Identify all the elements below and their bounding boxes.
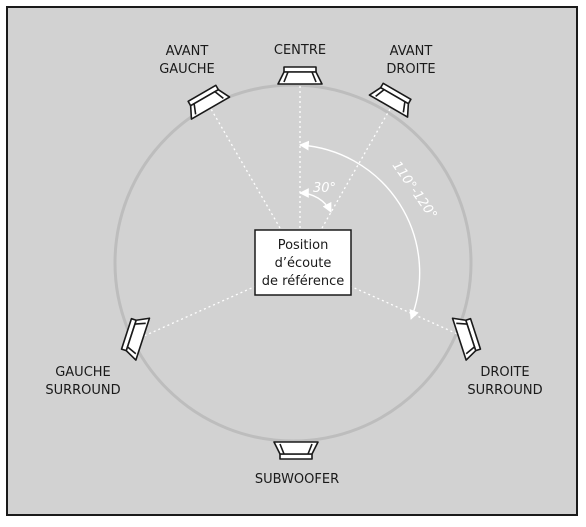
speaker-icon [451,317,482,361]
speaker-icon [187,84,231,120]
angle-arc-110-120 [299,140,421,320]
speaker-icon [368,82,412,118]
label-front-left-line1: AVANT [166,44,209,59]
listening-position-line2: d’écoute [275,256,332,271]
line-surround-left [143,285,257,337]
speaker-front-right [368,82,412,118]
angle-label-30: 30° [313,181,336,196]
listening-position-line3: de référence [262,274,344,289]
label-front-left-line2: GAUCHE [159,62,215,77]
label-surround-left-line2: SURROUND [45,383,120,398]
label-center: CENTRE [274,43,326,58]
speaker-icon [273,441,319,460]
listening-circle [113,83,473,443]
label-surround-left-line1: GAUCHE [55,365,111,380]
line-front-right [321,101,395,229]
label-subwoofer: SUBWOOFER [255,472,339,487]
speaker-subwoofer [273,441,319,460]
label-front-right-line2: DROITE [386,62,435,77]
listening-position-box [254,229,352,296]
speaker-surround-right [451,317,482,361]
speaker-surround-left [120,317,151,361]
label-front-right-line1: AVANT [390,44,433,59]
listening-position-line1: Position [278,238,329,253]
speaker-icon [277,66,323,85]
speaker-center [277,66,323,85]
listening-position-label: Position d’écoute de référence [262,238,344,289]
speaker-front-left [187,84,231,120]
speaker-icon [120,317,151,361]
line-front-left [206,101,281,229]
label-surround-right-line1: DROITE [480,365,529,380]
label-surround-right-line2: SURROUND [467,383,542,398]
